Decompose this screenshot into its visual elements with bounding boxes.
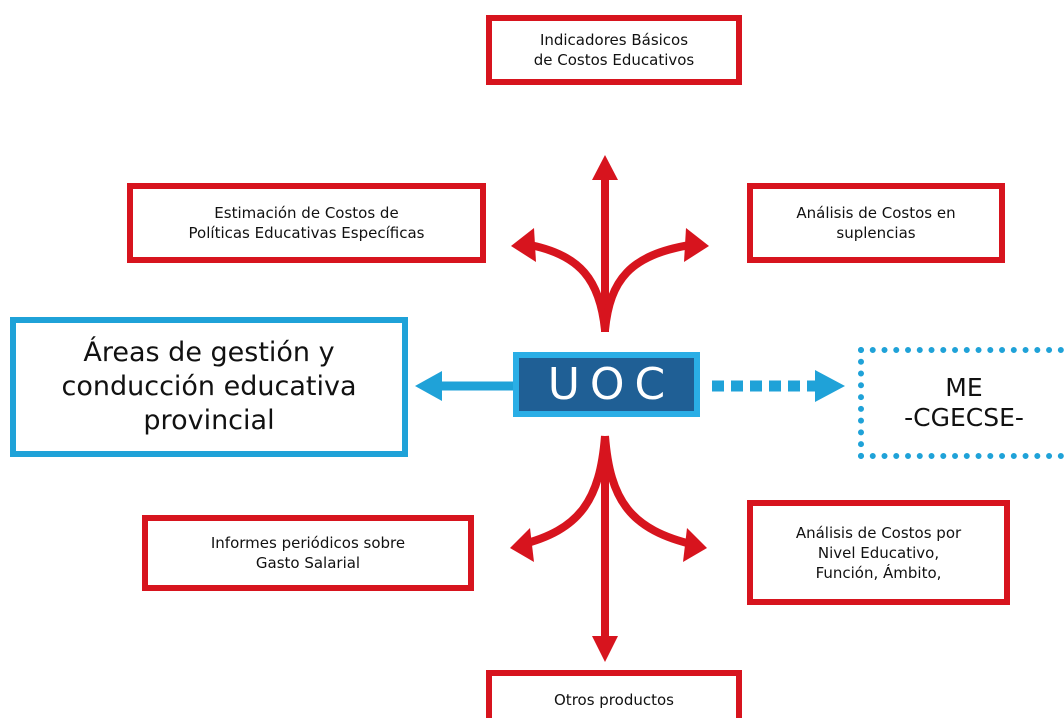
- top-box: Indicadores Básicos de Costos Educativos: [486, 15, 742, 85]
- arrowhead-down-left: [510, 528, 534, 562]
- arrow-up-left: [529, 241, 609, 331]
- arrowhead-right-dotted: [815, 370, 845, 402]
- lower-right-box-text: Análisis de Costos por Nivel Educativo, …: [795, 523, 962, 582]
- arrow-down-right: [601, 435, 696, 549]
- arrowhead-down-right: [683, 528, 707, 562]
- lower-left-box-text: Informes periódicos sobre Gasto Salarial: [210, 534, 406, 572]
- arrowhead-up: [592, 155, 618, 180]
- arrow-up-right: [601, 241, 691, 331]
- uoc-label: UOC: [547, 359, 676, 410]
- right-box-text: ME -CGECSE-: [904, 373, 1024, 432]
- arrowhead-down: [592, 636, 618, 662]
- bottom-box-text: Otros productos: [554, 691, 674, 709]
- uoc-box: UOC: [513, 352, 700, 417]
- upper-right-box-text: Análisis de Costos en suplencias: [796, 204, 956, 242]
- upper-left-box: Estimación de Costos de Políticas Educat…: [127, 183, 486, 263]
- upper-left-box-text: Estimación de Costos de Políticas Educat…: [188, 204, 425, 242]
- left-box-text: Áreas de gestión y conducción educativa …: [61, 337, 357, 436]
- arrowhead-up-right: [684, 228, 709, 262]
- arrowhead-up-left: [511, 228, 536, 262]
- upper-right-box: Análisis de Costos en suplencias: [747, 183, 1005, 263]
- lower-right-box: Análisis de Costos por Nivel Educativo, …: [747, 500, 1010, 605]
- top-box-text: Indicadores Básicos de Costos Educativos: [533, 31, 695, 69]
- right-box: ME -CGECSE-: [858, 347, 1064, 459]
- lower-left-box: Informes periódicos sobre Gasto Salarial: [142, 515, 474, 591]
- arrow-down-left: [519, 435, 609, 549]
- arrowhead-left-blue: [415, 371, 442, 401]
- left-box: Áreas de gestión y conducción educativa …: [10, 317, 408, 457]
- bottom-box: Otros productos: [486, 670, 742, 718]
